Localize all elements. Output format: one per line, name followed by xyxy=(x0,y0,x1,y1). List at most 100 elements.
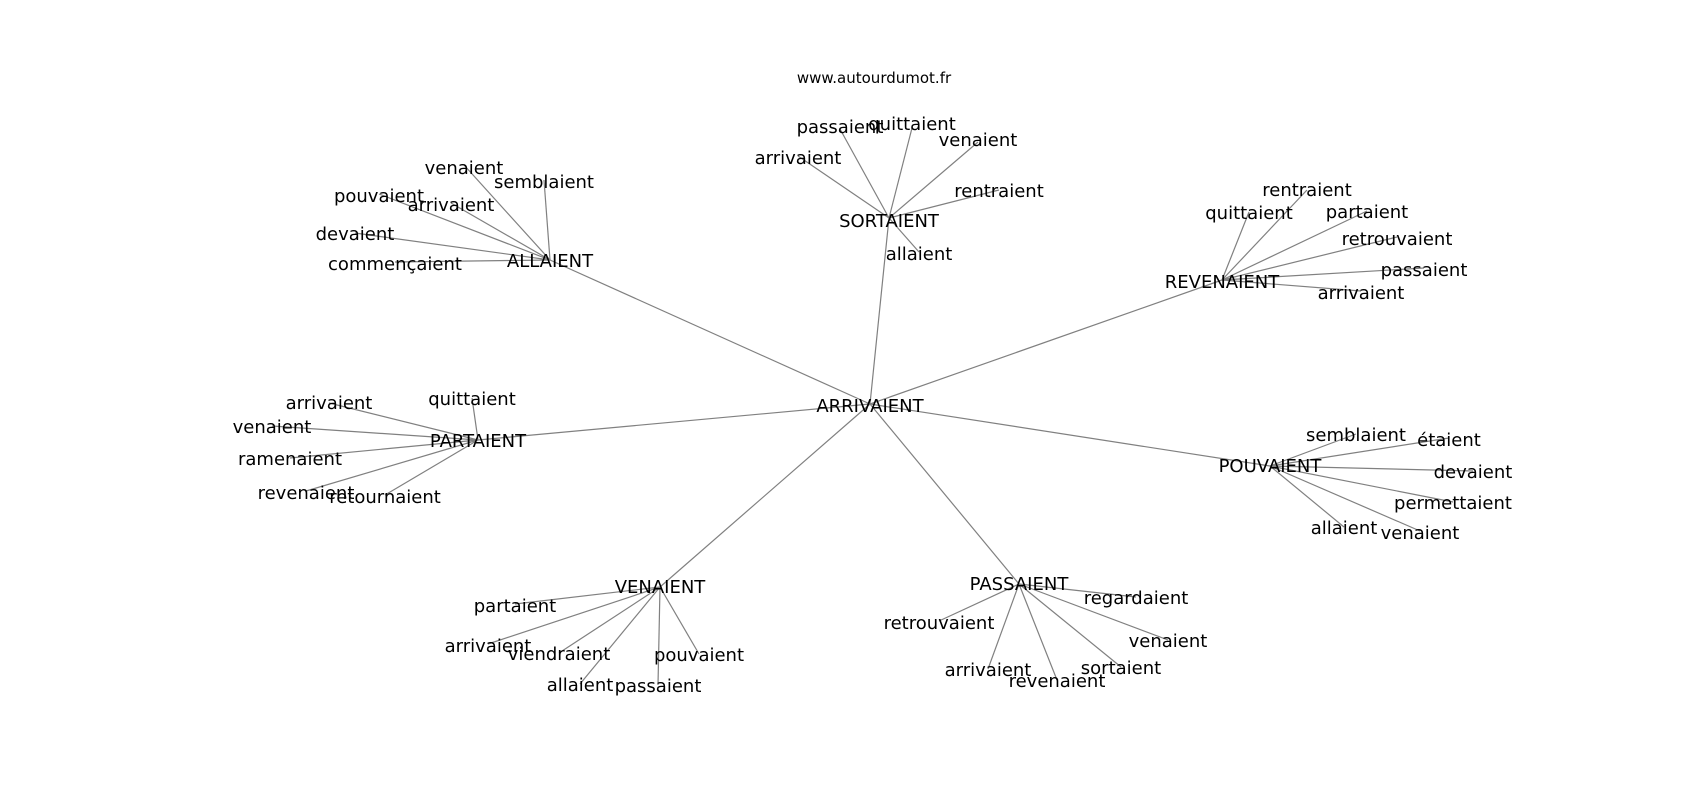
edge-hub-leaf xyxy=(289,439,479,459)
edge-hub-leaf xyxy=(888,189,1000,219)
edge-hub-leaf xyxy=(797,155,890,219)
leaf-word: venaient xyxy=(233,417,312,438)
leaf-word: passaient xyxy=(1381,260,1468,281)
leaf-word: revenaient xyxy=(1009,671,1106,692)
edge-hub-leaf xyxy=(888,127,913,219)
edge-hub-leaf xyxy=(543,179,551,261)
edge-hub-leaf xyxy=(1221,189,1308,281)
edge-hub-leaf xyxy=(328,402,479,441)
hub-revenaient: REVENAIENT xyxy=(1165,272,1280,293)
leaf-word: sortaient xyxy=(1081,658,1161,679)
edge-hub-leaf xyxy=(1018,583,1122,668)
leaf-word: pouvaient xyxy=(654,645,744,666)
leaf-word: commençaient xyxy=(328,254,462,275)
hub-sortaient: SORTAIENT xyxy=(839,211,940,232)
edge-center-hub xyxy=(869,217,890,405)
leaf-word: allaient xyxy=(886,244,953,265)
edge-hub-leaf xyxy=(987,583,1020,670)
edge-hub-leaf xyxy=(450,202,551,261)
hub-passaient: PASSAIENT xyxy=(970,574,1070,595)
edge-hub-leaf xyxy=(1221,279,1362,292)
edge-hub-leaf xyxy=(354,232,551,261)
leaf-word: retournaient xyxy=(329,487,441,508)
leaf-word: quittaient xyxy=(428,389,516,410)
edge-hub-leaf xyxy=(271,425,479,441)
leaf-word: passaient xyxy=(797,117,884,138)
leaf-word: retrouvaient xyxy=(1342,229,1453,250)
leaf-word: arrivaient xyxy=(755,148,842,169)
leaf-word: partaient xyxy=(1326,202,1409,223)
edge-hub-leaf xyxy=(1018,583,1169,641)
leaf-word: passaient xyxy=(615,676,702,697)
leaf-word: arrivaient xyxy=(445,636,532,657)
edge-hub-leaf xyxy=(514,586,661,605)
edge-hub-leaf xyxy=(938,583,1020,622)
edge-hub-leaf xyxy=(888,217,920,253)
leaf-word: arrivaient xyxy=(1318,283,1405,304)
edge-hub-leaf xyxy=(1221,236,1398,281)
edge-hub-leaf xyxy=(1221,210,1368,281)
edge-center-hub xyxy=(869,403,1271,467)
edge-hub-leaf xyxy=(487,586,661,645)
edge-hub-leaf xyxy=(659,586,700,655)
edge-center-hub xyxy=(869,403,1020,585)
edge-center-hub xyxy=(549,259,871,405)
leaf-word: venaient xyxy=(1381,523,1460,544)
edge-hub-leaf xyxy=(1221,211,1250,281)
edge-hub-leaf xyxy=(1018,583,1058,681)
leaf-word: rentraient xyxy=(1262,180,1352,201)
edge-hub-leaf xyxy=(1269,465,1474,472)
leaf-word: partaient xyxy=(474,596,557,617)
leaf-word: revenaient xyxy=(258,483,355,504)
leaf-word: devaient xyxy=(1434,462,1513,483)
edge-center-hub xyxy=(477,403,871,441)
edge-hub-leaf xyxy=(1269,437,1450,467)
leaf-word: regardaient xyxy=(1084,588,1189,609)
leaf-word: venaient xyxy=(939,130,1018,151)
edge-hub-leaf xyxy=(1269,433,1357,467)
edge-hub-leaf xyxy=(579,586,661,685)
edge-hub-leaf xyxy=(657,586,661,686)
edge-hub-leaf xyxy=(384,439,479,496)
leaf-word: permettaient xyxy=(1394,493,1512,514)
leaf-word: rentraient xyxy=(954,181,1044,202)
edge-hub-leaf xyxy=(471,397,479,441)
edge-hub-leaf xyxy=(1221,267,1425,281)
leaf-word: allaient xyxy=(547,675,614,696)
leaf-word: allaient xyxy=(1311,518,1378,539)
site-credit: www.autourdumot.fr xyxy=(797,69,952,87)
leaf-word: devaient xyxy=(316,224,395,245)
leaf-word: quittaient xyxy=(1205,203,1293,224)
edge-hub-leaf xyxy=(394,259,551,263)
edge-hub-leaf xyxy=(839,128,890,219)
hub-pouvaient: POUVAIENT xyxy=(1219,456,1323,477)
leaf-word: viendraient xyxy=(508,644,611,665)
hub-allaient: ALLAIENT xyxy=(507,251,594,272)
leaf-word: arrivaient xyxy=(945,660,1032,681)
leaf-word: semblaient xyxy=(1306,425,1406,446)
center-word: ARRIVAIENT xyxy=(816,396,924,417)
leaf-word: arrivaient xyxy=(408,195,495,216)
hub-partaient: PARTAIENT xyxy=(430,431,527,452)
leaf-word: quittaient xyxy=(868,114,956,135)
edge-hub-leaf xyxy=(1269,465,1345,528)
edge-hub-leaf xyxy=(888,141,979,219)
edge-hub-leaf xyxy=(1269,465,1454,503)
edge-center-hub xyxy=(659,403,871,588)
labels-layer: www.autourdumot.fr ARRIVAIENT ALLAIENT v… xyxy=(233,69,1513,697)
edge-hub-leaf xyxy=(305,439,479,492)
edge-hub-leaf xyxy=(1269,465,1421,532)
edge-hub-leaf xyxy=(558,586,661,654)
leaf-word: ramenaient xyxy=(238,449,342,470)
edges-layer xyxy=(271,127,1474,686)
leaf-word: étaient xyxy=(1417,430,1481,451)
edge-hub-leaf xyxy=(1018,583,1137,598)
leaf-word: arrivaient xyxy=(286,393,373,414)
edge-hub-leaf xyxy=(463,164,551,261)
leaf-word: venaient xyxy=(1129,631,1208,652)
edge-center-hub xyxy=(869,279,1223,405)
hub-venaient: VENAIENT xyxy=(615,577,707,598)
edge-hub-leaf xyxy=(378,193,551,261)
